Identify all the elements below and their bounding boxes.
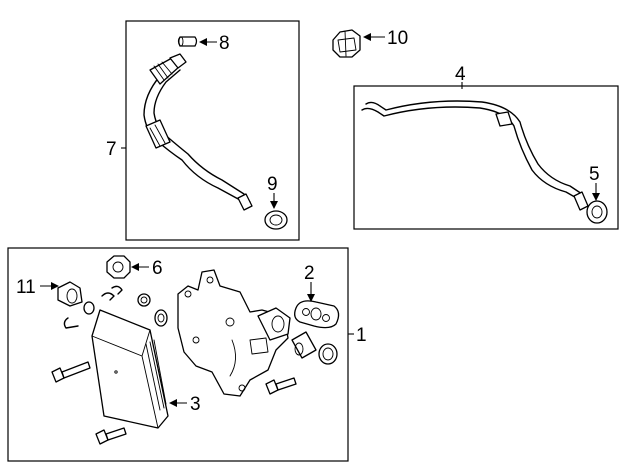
o-ring-small-c bbox=[154, 309, 168, 327]
seal-part-9[interactable] bbox=[264, 210, 288, 230]
sleeve-part-8[interactable] bbox=[177, 36, 198, 47]
fitting-part-10[interactable] bbox=[332, 29, 361, 58]
fitting-part-11[interactable] bbox=[57, 281, 83, 307]
callout-3: 3 bbox=[190, 394, 201, 415]
hose-end-fitting bbox=[237, 193, 253, 211]
callout-6: 6 bbox=[152, 258, 163, 279]
callout-4: 4 bbox=[455, 64, 466, 85]
leader-lines bbox=[40, 33, 600, 407]
o-ring-small-b bbox=[137, 293, 151, 307]
outlet-pipe-part-4[interactable] bbox=[361, 100, 589, 211]
pipe-connector bbox=[495, 111, 513, 127]
callout-2: 2 bbox=[304, 263, 315, 284]
oil-cooler-part-3[interactable] bbox=[91, 309, 169, 429]
callout-10: 10 bbox=[387, 28, 408, 49]
bolt-bottom bbox=[95, 427, 127, 445]
callout-8: 8 bbox=[219, 33, 230, 54]
o-ring-near-gasket bbox=[318, 343, 338, 365]
callout-5: 5 bbox=[589, 164, 600, 185]
clip-c bbox=[63, 317, 79, 329]
callout-7: 7 bbox=[106, 139, 117, 160]
bolt-left bbox=[51, 361, 91, 383]
sleeve-near-gasket bbox=[291, 331, 317, 359]
hose-group-box bbox=[125, 20, 300, 241]
hose-fitting-top bbox=[149, 53, 187, 85]
nut-part-6[interactable] bbox=[106, 255, 131, 279]
hose-crimp-collar bbox=[145, 119, 171, 149]
callout-1: 1 bbox=[356, 325, 367, 346]
pipe-end-fitting bbox=[573, 191, 589, 211]
clip-b bbox=[111, 285, 123, 295]
callout-11: 11 bbox=[16, 277, 36, 298]
o-ring-small-a bbox=[83, 301, 95, 315]
adapter-housing-part-1[interactable] bbox=[177, 269, 291, 397]
pipe-group-box bbox=[353, 85, 619, 230]
seal-part-5[interactable] bbox=[586, 200, 608, 224]
clip-a bbox=[101, 292, 115, 301]
callout-9: 9 bbox=[267, 174, 278, 195]
bolt-right bbox=[265, 377, 297, 395]
assembly-group-box bbox=[7, 247, 349, 462]
inlet-hose-part-7[interactable] bbox=[143, 53, 253, 211]
gasket-part-2[interactable] bbox=[294, 300, 340, 329]
